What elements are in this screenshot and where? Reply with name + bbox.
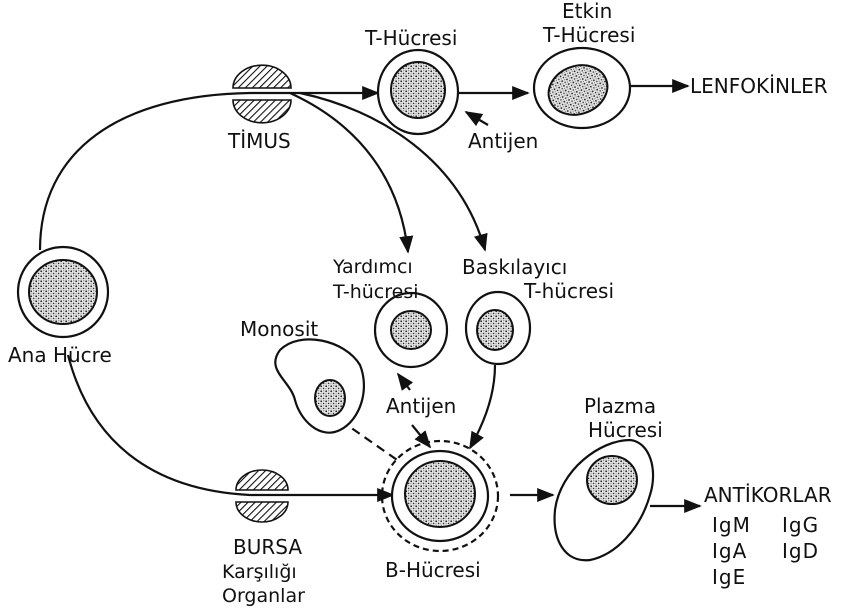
iga-label: IgA: [712, 539, 747, 563]
antigen-helper-arrow: [398, 374, 410, 390]
antigen-bcell-arrow: [412, 425, 430, 447]
monocyte-to-bcell-dashed: [340, 420, 400, 462]
stem-cell-label: Ana Hücre: [8, 343, 112, 367]
plasma-cell: [555, 440, 653, 560]
stem-to-thymus-line: [40, 93, 378, 250]
helper-t-cell-label-line1: Yardımcı: [332, 256, 413, 278]
plasma-cell-label-line2: Hücresi: [588, 418, 663, 442]
helper-t-cell-label-line2: T-hücresi: [332, 281, 419, 303]
effector-t-cell: [534, 48, 630, 128]
effector-t-cell-label-line2: T-Hücresi: [542, 23, 635, 47]
antigen-top-label: Antijen: [468, 129, 538, 153]
suppressor-t-cell-label-line2: T-hücresi: [523, 279, 614, 303]
stem-cell: [18, 247, 108, 337]
suppressor-to-bcell-line: [470, 365, 495, 448]
igd-label: IgD: [782, 539, 819, 563]
helper-t-cell: [375, 293, 447, 367]
plasma-cell-label-line1: Plazma: [584, 394, 656, 418]
antigen-to-tcell-arrow: [466, 112, 488, 125]
effector-t-cell-label-line1: Etkin: [562, 0, 612, 23]
thymus-label: TİMUS: [227, 129, 291, 153]
igg-label: IgG: [782, 513, 819, 537]
b-cell-label: B-Hücresi: [385, 558, 481, 582]
bursa-label-line3: Organlar: [222, 585, 305, 607]
monocyte-cell: [275, 339, 364, 432]
igm-label: IgM: [712, 513, 751, 537]
bursa-label-line1: BURSA: [233, 535, 302, 559]
antigen-mid-label: Antijen: [386, 394, 456, 418]
lymphokines-label: LENFOKİNLER: [690, 74, 828, 98]
bursa-label-line2: Karşılığı: [222, 561, 297, 583]
ige-label: IgE: [712, 565, 746, 589]
suppressor-t-cell: [466, 292, 530, 364]
t-cell-label: T-Hücresi: [364, 26, 457, 50]
monocyte-label: Monosit: [240, 317, 318, 341]
t-cell: [378, 50, 458, 134]
b-cell: [382, 441, 498, 551]
antibodies-label: ANTİKORLAR: [704, 483, 832, 507]
suppressor-t-cell-label-line1: Baskılayıcı: [462, 255, 567, 279]
